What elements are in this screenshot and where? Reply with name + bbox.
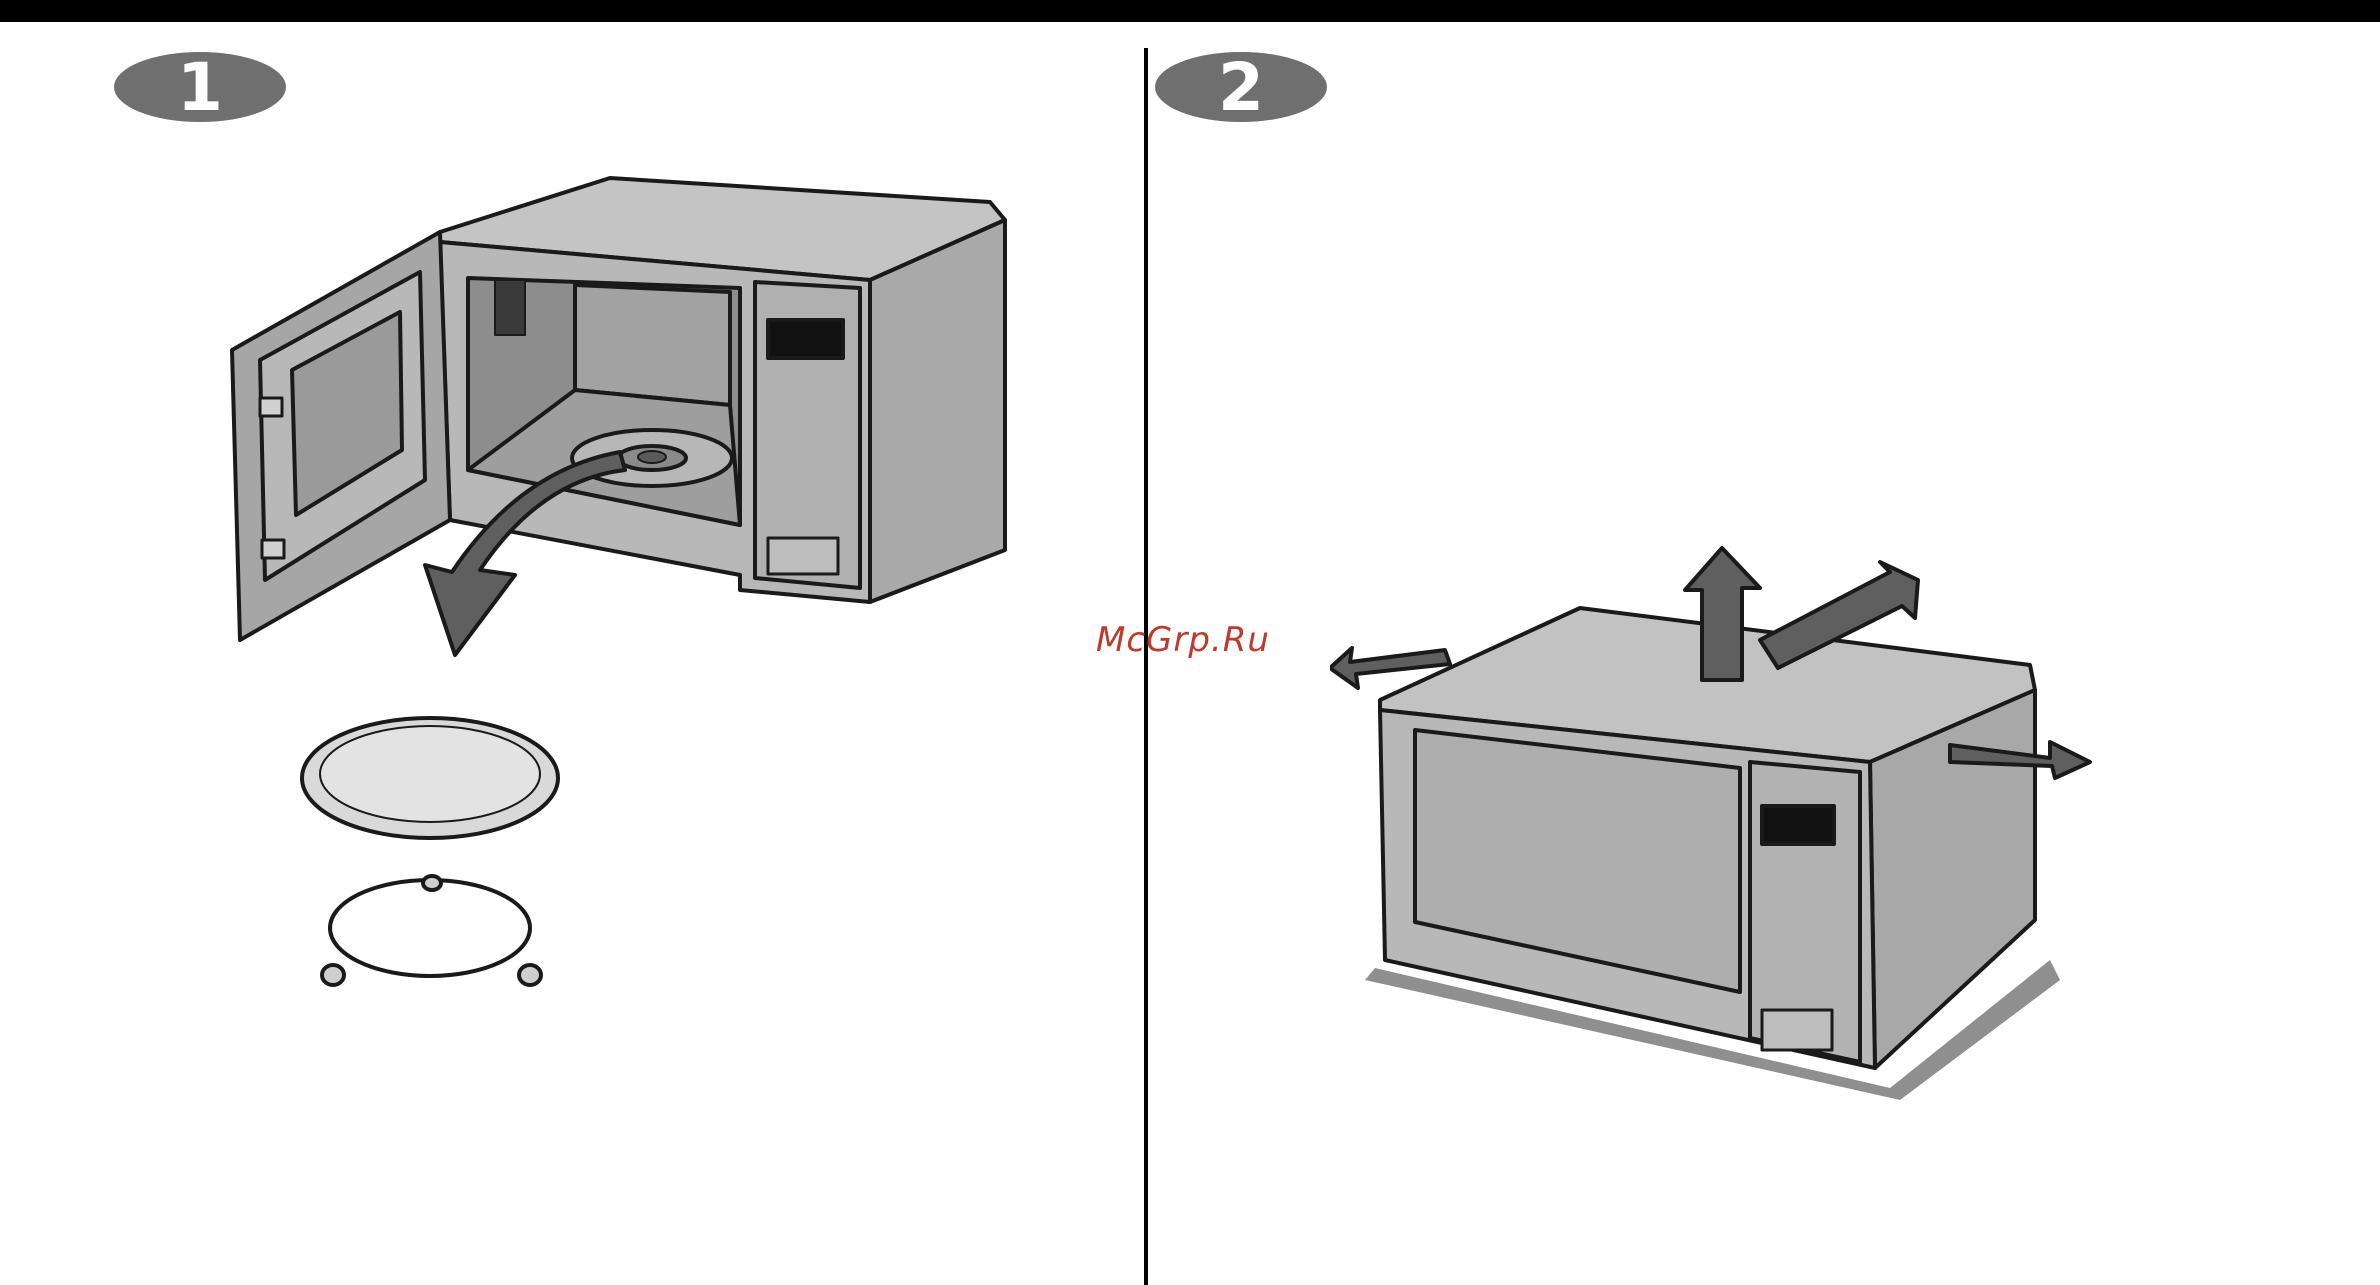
step-number-1: 1: [112, 50, 288, 124]
column-divider: [1144, 48, 1148, 1285]
step-badge-1: 1: [112, 50, 288, 124]
top-bar: [0, 0, 2380, 22]
turntable-tray: [302, 718, 558, 838]
watermark: McGrp.Ru: [1096, 620, 1270, 660]
closed-microwave-illustration: [1330, 540, 2160, 1100]
roller-ring: [322, 876, 541, 985]
open-microwave-illustration: [220, 170, 1020, 1010]
step-badge-2: 2: [1153, 50, 1329, 124]
step-number-2: 2: [1153, 50, 1329, 124]
